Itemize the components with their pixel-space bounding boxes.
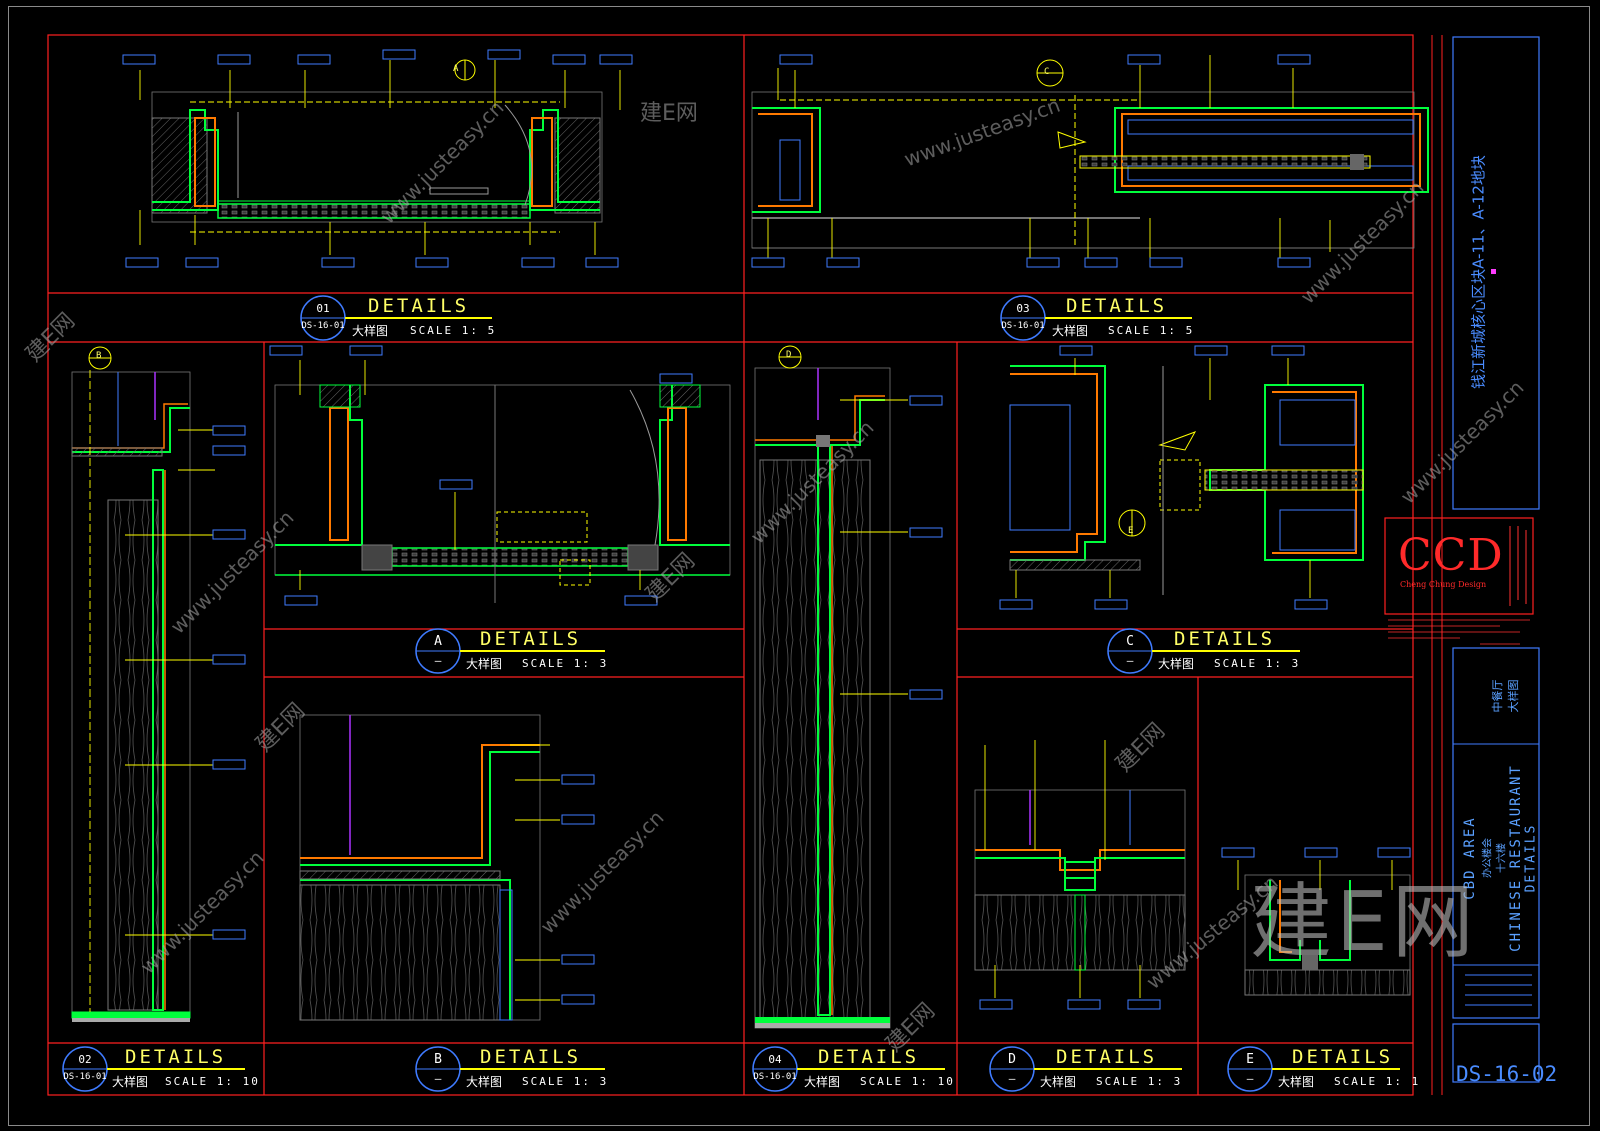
detail-C-title: DETAILS: [1174, 628, 1276, 650]
detail-A-drawing: [269, 345, 731, 606]
detail-A-letter: A: [434, 634, 442, 649]
detail-04-sheet-ref: DS-16-01: [753, 1072, 797, 1082]
detail-04-cn: 大样图: [804, 1075, 841, 1089]
sheet-number: DS-16-02: [1456, 1062, 1558, 1086]
detail-02-cn: 大样图: [112, 1075, 149, 1089]
callout-marker-D: D: [786, 350, 792, 360]
detail-C-cn: 大样图: [1158, 657, 1195, 671]
detail-D-title: DETAILS: [1056, 1046, 1158, 1068]
detail-B-scale: SCALE 1: 3: [522, 1075, 609, 1088]
detail-A-title: DETAILS: [480, 628, 582, 650]
detail-E-title: DETAILS: [1292, 1046, 1394, 1068]
detail-01-number: 01: [316, 302, 330, 315]
detail-B-cn: 大样图: [466, 1075, 503, 1089]
detail-03-number: 03: [1016, 302, 1030, 315]
detail-03-drawing: [751, 54, 1429, 268]
callout-marker-A-top: A: [453, 64, 459, 74]
detail-01-cn: 大样图: [352, 324, 389, 338]
firm-name: Cheng Chung Design: [1400, 580, 1487, 589]
detail-E-letter: E: [1246, 1052, 1254, 1067]
detail-C-drawing: [999, 345, 1364, 610]
detail-04-number: 04: [768, 1053, 782, 1066]
detail-04-title: DETAILS: [818, 1046, 920, 1068]
detail-B-drawing: [299, 714, 595, 1021]
detail-D-sheet-ref: —: [1008, 1072, 1016, 1085]
detail-03-scale: SCALE 1: 5: [1108, 324, 1195, 337]
detail-01-sheet-ref: DS-16-01: [301, 321, 345, 331]
panel-grid: [47, 34, 1414, 1096]
detail-D-scale: SCALE 1: 3: [1096, 1075, 1183, 1088]
detail-02-title: DETAILS: [125, 1046, 227, 1068]
detail-D-letter: D: [1008, 1052, 1016, 1067]
detail-B-letter: B: [434, 1052, 442, 1067]
title-block: [1384, 35, 1540, 1095]
detail-04-drawing: [754, 345, 943, 1029]
detail-E-drawing: [1221, 847, 1411, 996]
callout-marker-B: B: [96, 351, 102, 361]
detail-C-sheet-ref: —: [1126, 654, 1134, 667]
detail-02-drawing: [71, 346, 246, 1022]
detail-01-scale: SCALE 1: 5: [410, 324, 497, 337]
detail-03-title: DETAILS: [1066, 295, 1168, 317]
firm-logo: CCD: [1398, 530, 1504, 581]
detail-01-drawing: [122, 49, 633, 268]
detail-02-scale: SCALE 1: 10: [165, 1075, 260, 1088]
callout-marker-C-top: C: [1044, 67, 1050, 77]
detail-E-sheet-ref: —: [1246, 1072, 1254, 1085]
detail-02-sheet-ref: DS-16-01: [63, 1072, 107, 1082]
detail-D-cn: 大样图: [1040, 1075, 1077, 1089]
detail-04-scale: SCALE 1: 10: [860, 1075, 955, 1088]
detail-A-scale: SCALE 1: 3: [522, 657, 609, 670]
callout-marker-E: E: [1128, 526, 1134, 536]
detail-02-number: 02: [78, 1053, 92, 1066]
detail-B-sheet-ref: —: [434, 1072, 442, 1085]
detail-A-cn: 大样图: [466, 657, 503, 671]
title-underlines: [107, 317, 1400, 1070]
detail-03-cn: 大样图: [1052, 324, 1089, 338]
detail-E-cn: 大样图: [1278, 1075, 1315, 1089]
detail-C-scale: SCALE 1: 3: [1214, 657, 1301, 670]
detail-B-title: DETAILS: [480, 1046, 582, 1068]
title-circle-dividers: [63, 317, 1272, 1070]
detail-01-title: DETAILS: [368, 295, 470, 317]
sheet-outer-border: [8, 6, 1590, 1126]
detail-E-scale: SCALE 1: 1: [1334, 1075, 1421, 1088]
detail-A-sheet-ref: —: [434, 654, 442, 667]
detail-D-drawing: [974, 740, 1186, 1010]
detail-C-letter: C: [1126, 634, 1134, 649]
detail-03-sheet-ref: DS-16-01: [1001, 321, 1045, 331]
